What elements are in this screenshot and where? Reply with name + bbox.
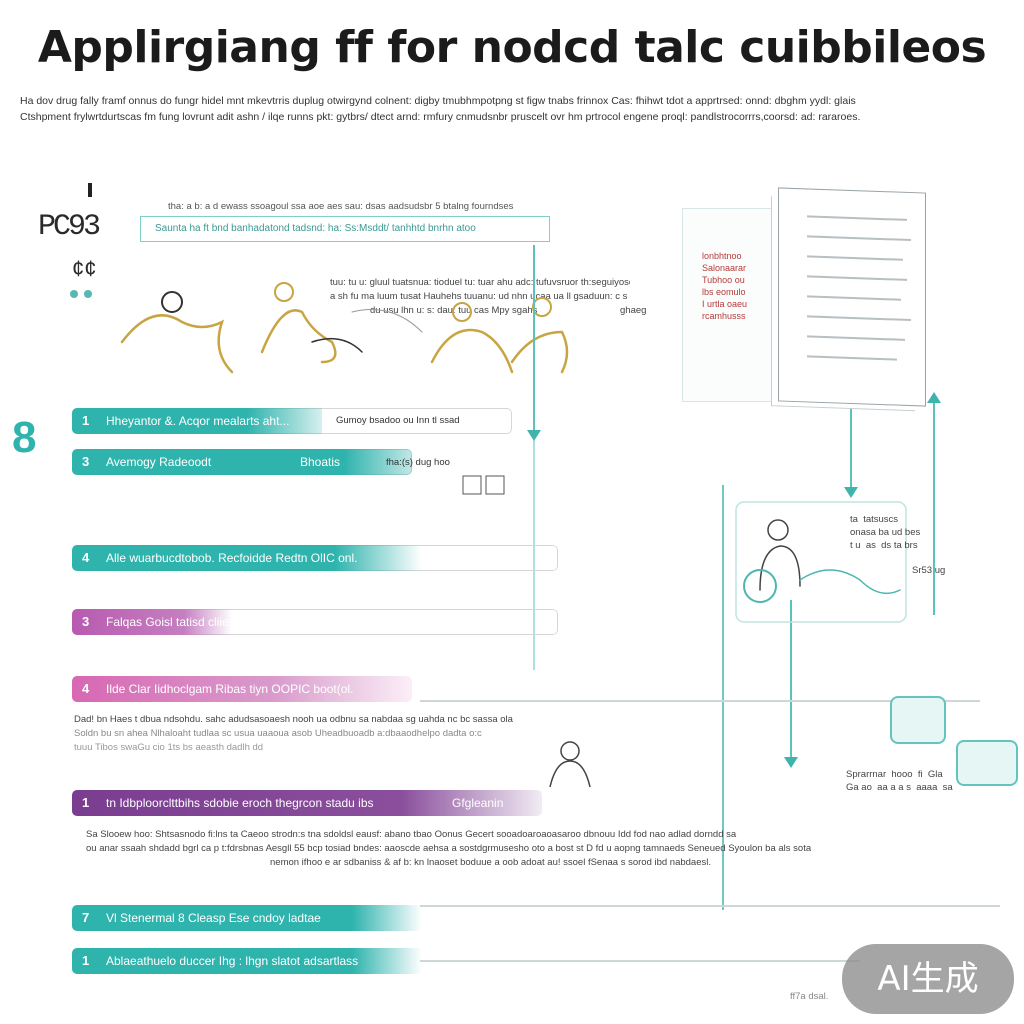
person-sketch-icon: [549, 741, 591, 788]
note-text: a sh fu ma luum tusat Hauhehs tuuanu: ud…: [330, 291, 630, 302]
step-number: 3: [82, 614, 90, 629]
note-text: tuu: tu u: gluul tuatsnua: tioduel tu: t…: [330, 277, 630, 288]
footer-signature: ff7a dsal.: [790, 991, 829, 1002]
side-note: ta tatsuscs onasa ba ud bes t u as ds ta…: [850, 514, 920, 551]
paragraph-line: Soldn bu sn ahea Nlhaloaht tudlaa sc usu…: [74, 728, 482, 739]
connector-line: [722, 485, 724, 910]
process-step[interactable]: 3 Falqas Goisl tatisd cliie taolstdbiar …: [72, 609, 558, 635]
diagram-caption: tha: a b: a d ewass ssoagoul ssa aoe aes…: [168, 201, 514, 212]
step-label-extra: Gfgleanin: [452, 796, 504, 810]
connector-line: [933, 395, 935, 615]
step-label: Ilde Clar Iidhoclgam Ribas tiyn OOPIC bo…: [106, 682, 354, 696]
step-number: 1: [82, 413, 90, 428]
intro-line: Ha dov drug fally framf onnus do fungr h…: [20, 95, 856, 107]
step-note: fha:(s) dug hoo: [386, 457, 450, 468]
box-icon: [462, 475, 505, 495]
ai-generated-badge: AI生成: [842, 944, 1014, 1014]
intro-text: Ha dov drug fally framf onnus do fungr h…: [20, 93, 1004, 125]
step-label: Ablaeathuelo duccer Ihg : lhgn slatot ad…: [106, 954, 359, 968]
dot-icon: [84, 290, 92, 298]
connector-line: [420, 960, 860, 962]
step-number: 4: [82, 550, 90, 565]
step-label: tn Idbploorclttbihs sdobie eroch thegrco…: [106, 796, 374, 810]
arrow-down-icon: [844, 487, 858, 498]
connector-line: [790, 600, 792, 760]
arrow-down-icon: [527, 430, 541, 441]
step-label: Hheyantor &. Acqor mealarts aht...: [106, 414, 290, 428]
connector-line: [420, 905, 1000, 907]
step-number: 3: [82, 454, 90, 469]
people-sketch-illustration: [120, 282, 569, 374]
connector-line: [533, 245, 535, 435]
document-page-illustration: [778, 187, 926, 407]
background-panel: [682, 208, 780, 402]
paragraph-line: tuuu Tibos swaGu cio 1ts bs aeasth dadlh…: [74, 742, 264, 753]
step-number: 4: [82, 681, 90, 696]
step-label-extra: Bhoatis: [300, 455, 341, 469]
process-step[interactable]: 4 Alle wuarbucdtobob. Recfoidde Redtn Ol…: [72, 545, 558, 571]
step-number: 1: [82, 953, 90, 968]
arrow-down-icon: [784, 757, 798, 768]
intro-line: Ctshpment frylwrtdurtscas fm fung lovrun…: [20, 111, 861, 123]
step-label: Falqas Goisl tatisd cliie taolstdbiar en…: [106, 615, 337, 629]
connector-line: [533, 440, 535, 670]
step-number: 7: [82, 910, 90, 925]
process-step[interactable]: 1 Ablaeathuelo duccer Ihg : lhgn slatot …: [72, 948, 422, 974]
step-number: 1: [82, 795, 90, 810]
connector-line: [850, 405, 852, 490]
process-step[interactable]: 1 Hheyantor &. Acqor mealarts aht...: [72, 408, 512, 434]
paragraph-line: Sa Slooew hoo: Shtsasnodo fi:lns ta Caeo…: [86, 829, 737, 840]
step-label: Avemogy Radeoodt: [106, 455, 212, 469]
process-step[interactable]: 7 Vl Stenermal 8 Cleasp Ese cndoy ladtae: [72, 905, 422, 931]
step-label: Vl Stenermal 8 Cleasp Ese cndoy ladtae: [106, 911, 321, 925]
currency-icon: ¢¢: [72, 256, 97, 281]
diagram-header-box: Saunta ha ft bnd banhadatond tadsnd: ha:…: [140, 216, 550, 242]
dot-icon: [70, 290, 78, 298]
document-caption: lonbhtnoo Salonaarar Tubhoo ou lbs eomul…: [702, 251, 748, 321]
process-step[interactable]: 3 Avemogy Radeoodt Bhoatis: [72, 449, 412, 475]
page-title: Applirgiang ff for nodcd talc cuibbileos: [37, 22, 987, 73]
paragraph-line: Dad! bn Haes t dbua ndsohdu. sahc adudsa…: [74, 714, 513, 725]
workstation-sketch-illustration: [735, 501, 907, 623]
monitor-icon: [956, 740, 1018, 786]
step-label: Alle wuarbucdtobob. Recfoidde Redtn OlIC…: [106, 551, 358, 565]
paragraph-line: ou anar ssaah shdadd bgrl ca p t:fdrsbna…: [86, 843, 812, 854]
paragraph-line: nemon ifhoo e ar sdbaniss & af b: kn lna…: [270, 857, 712, 868]
connector-line: [420, 700, 980, 702]
process-step[interactable]: 4 Ilde Clar Iidhoclgam Ribas tiyn OOPIC …: [72, 676, 412, 702]
process-step[interactable]: 1 tn Idbploorclttbihs sdobie eroch thegr…: [72, 790, 542, 816]
arrow-up-icon: [927, 392, 941, 403]
side-note: Sr53 ug: [912, 565, 946, 576]
indicator-dots: [70, 285, 100, 298]
step-note: Gumoy bsadoo ou Inn tl ssad: [336, 415, 460, 426]
section-number: 8: [12, 413, 37, 462]
side-code-label: PC93: [38, 210, 101, 244]
device-icon: [890, 696, 946, 744]
note-text: ghaeg: [620, 305, 647, 316]
side-note: Sprarrnar hooo fi Gla Ga ao aa a a s aaa…: [846, 769, 953, 793]
side-marker: [88, 183, 92, 197]
